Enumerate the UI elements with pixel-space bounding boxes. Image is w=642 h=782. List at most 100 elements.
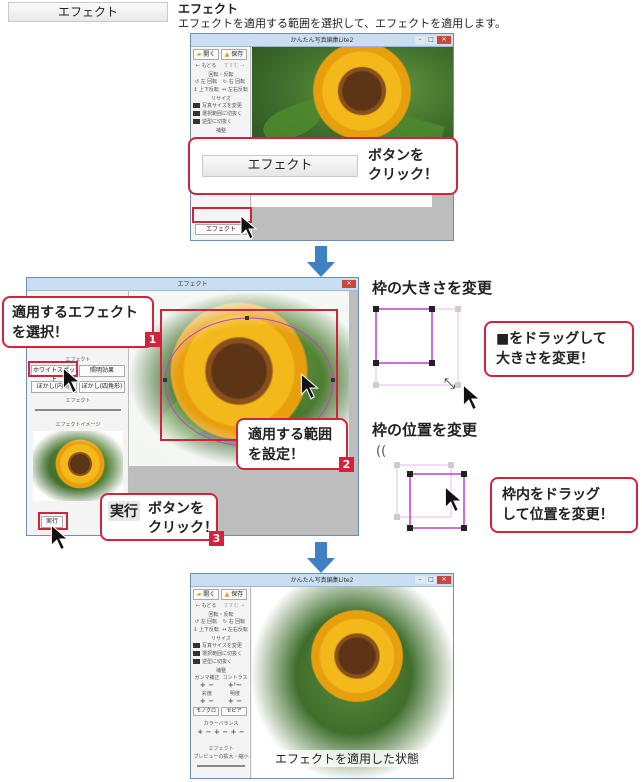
mouse-cursor-icon <box>240 215 258 240</box>
callout-set-range: 適用する範囲 を設定！ <box>236 418 348 470</box>
flip-vertical-icon: ↕ <box>193 87 198 93</box>
crop-button[interactable]: 選択範囲に切抜く <box>193 110 249 117</box>
step-badge-2: 2 <box>339 457 354 472</box>
crop-free-icon <box>193 119 200 124</box>
open-button[interactable]: ▰ 開く <box>193 589 219 600</box>
crop-icon <box>193 651 200 656</box>
minimize-icon[interactable]: – <box>415 576 425 584</box>
callout-select-effect: 適用するエフェクト を選択！ <box>2 296 154 348</box>
rotate-right-button[interactable]: ↻ 右 回転 <box>221 618 247 625</box>
result-window: かんたん写真編集Lite2 –□✕ ▰ 開く ▲ 保存 ← もどる すすむ → … <box>190 573 454 779</box>
flip-horizontal-button[interactable]: ↔ 左右反転 <box>221 86 249 93</box>
close-icon[interactable]: ✕ <box>437 36 451 44</box>
effect-section-label: エフェクト <box>65 357 91 363</box>
callout-set-range-text: 適用する範囲 を設定！ <box>248 427 332 463</box>
mouse-cursor-icon <box>300 373 319 400</box>
effect-slider[interactable] <box>35 409 121 411</box>
save-label: 保存 <box>231 591 244 598</box>
minimize-icon[interactable]: – <box>415 36 425 44</box>
gamma-stepper[interactable]: + − <box>199 681 215 689</box>
flip-vertical-label: 上下反転 <box>198 87 219 93</box>
callout-frame-position: 枠内をドラッグ して位置を変更！ <box>490 477 638 533</box>
resize-photo-label: 写真サイズを変更 <box>202 643 242 649</box>
crop-free-button[interactable]: 逆型に切抜く <box>193 118 249 125</box>
tone-section-label: 補整 <box>215 668 226 674</box>
flip-vertical-icon: ↕ <box>193 627 198 633</box>
crop-button[interactable]: 選択範囲に切抜く <box>193 650 249 657</box>
resize-photo-button[interactable]: 写真サイズを変更 <box>193 642 249 649</box>
rotate-section-label: 回転・反転 <box>208 72 234 78</box>
flip-horizontal-button[interactable]: ↔ 左右反転 <box>221 626 249 633</box>
frame-size-heading: 枠の大きさを変更 <box>372 279 493 297</box>
rotate-left-button[interactable]: ↺ 左 回転 <box>193 618 219 625</box>
callout-run-key: 実行 <box>108 501 140 521</box>
effect-image-label: エフェクトイメージ <box>55 422 101 428</box>
flip-vertical-button[interactable]: ↕ 上下反転 <box>193 626 219 633</box>
blur-square-button[interactable]: ぼかし(四角形) <box>79 381 125 393</box>
undo-button[interactable]: ← もどる <box>195 603 217 609</box>
bright-stepper[interactable]: + − <box>227 697 243 705</box>
redo-button[interactable]: すすむ → <box>223 603 245 609</box>
effect-header-button: エフェクト <box>8 2 168 22</box>
flip-horizontal-label: 左右反転 <box>227 87 248 93</box>
open-label: 開く <box>203 51 216 58</box>
rotate-left-icon: ↺ <box>194 79 199 85</box>
mouse-cursor-icon <box>462 384 481 411</box>
undo-button[interactable]: ← もどる <box>195 63 217 69</box>
down-arrow-icon <box>307 542 335 573</box>
rotate-left-label: 左 回転 <box>200 79 218 85</box>
resize-photo-button[interactable]: 写真サイズを変更 <box>193 102 249 109</box>
crop-free-label: 逆型に切抜く <box>202 119 233 125</box>
callout-effect-button-label: エフェクト <box>202 155 358 177</box>
save-button[interactable]: ▲ 保存 <box>221 589 247 600</box>
rotate-right-button[interactable]: ↻ 右 回転 <box>221 78 247 85</box>
preview-zoom-slider[interactable] <box>197 765 245 767</box>
sepia-button[interactable]: セピア <box>221 707 247 716</box>
redo-label: すすむ <box>223 63 239 69</box>
contrast-stepper[interactable]: + − <box>227 681 243 689</box>
close-icon[interactable]: ✕ <box>342 280 356 288</box>
bright-label: 明度 <box>229 691 240 697</box>
crop-free-button[interactable]: 逆型に切抜く <box>193 658 249 665</box>
open-button[interactable]: ▰ 開く <box>193 49 219 60</box>
mono-button[interactable]: モノクロ <box>193 707 219 716</box>
window-title: かんたん写真編集Lite2 <box>290 37 354 44</box>
step-badge-3: 3 <box>209 531 224 546</box>
sunflower <box>310 609 404 703</box>
flip-vertical-button[interactable]: ↕ 上下反転 <box>193 86 219 93</box>
rotate-right-icon: ↻ <box>222 79 227 85</box>
resize-section-label: リサイズ <box>211 636 231 642</box>
crop-icon <box>193 111 200 116</box>
color-balance-steppers[interactable]: + − + − + − <box>197 728 245 736</box>
frame-move-diagram <box>394 462 467 531</box>
lighting-button[interactable]: 照明効果 <box>79 365 125 377</box>
titlebar: かんたん写真編集Lite2 –□✕ <box>191 34 453 47</box>
resize-photo-label: 写真サイズを変更 <box>202 103 242 109</box>
color-stepper[interactable]: + − <box>199 697 215 705</box>
result-photo <box>252 587 453 778</box>
callout-run: 実行 ボタンを クリック！ <box>100 493 218 541</box>
rotate-left-icon: ↺ <box>194 619 199 625</box>
folder-icon: ▰ <box>196 51 202 58</box>
maximize-icon[interactable]: □ <box>426 36 436 44</box>
result-titlebar: かんたん写真編集Lite2 –□✕ <box>191 574 453 587</box>
save-button[interactable]: ▲ 保存 <box>221 49 247 60</box>
maximize-icon[interactable]: □ <box>426 576 436 584</box>
result-sidebar: ▰ 開く ▲ 保存 ← もどる すすむ → 回転・反転 ↺ 左 回転 ↻ 右 回… <box>191 587 251 778</box>
rotate-right-icon: ↻ <box>222 619 227 625</box>
crop-free-label: 逆型に切抜く <box>202 659 233 665</box>
rotate-section-label: 回転・反転 <box>208 612 234 618</box>
step-badge-1: 1 <box>145 332 160 347</box>
section-title: エフェクト <box>178 2 239 16</box>
flip-horizontal-icon: ↔ <box>222 627 227 633</box>
section-description: エフェクトを適用する範囲を選択して、エフェクトを適用します。 <box>178 17 507 30</box>
rotate-left-button[interactable]: ↺ 左 回転 <box>193 78 219 85</box>
mouse-cursor-icon <box>62 367 81 394</box>
color-balance-label: カラーバランス <box>203 721 239 727</box>
redo-button[interactable]: すすむ → <box>223 63 245 69</box>
flip-vertical-label: 上下反転 <box>198 627 219 633</box>
result-caption: エフェクトを適用した状態 <box>273 750 422 767</box>
effect-window-title: エフェクト <box>177 281 208 288</box>
callout-effect-button: エフェクト ボタンを クリック！ <box>188 137 458 195</box>
close-icon[interactable]: ✕ <box>437 576 451 584</box>
